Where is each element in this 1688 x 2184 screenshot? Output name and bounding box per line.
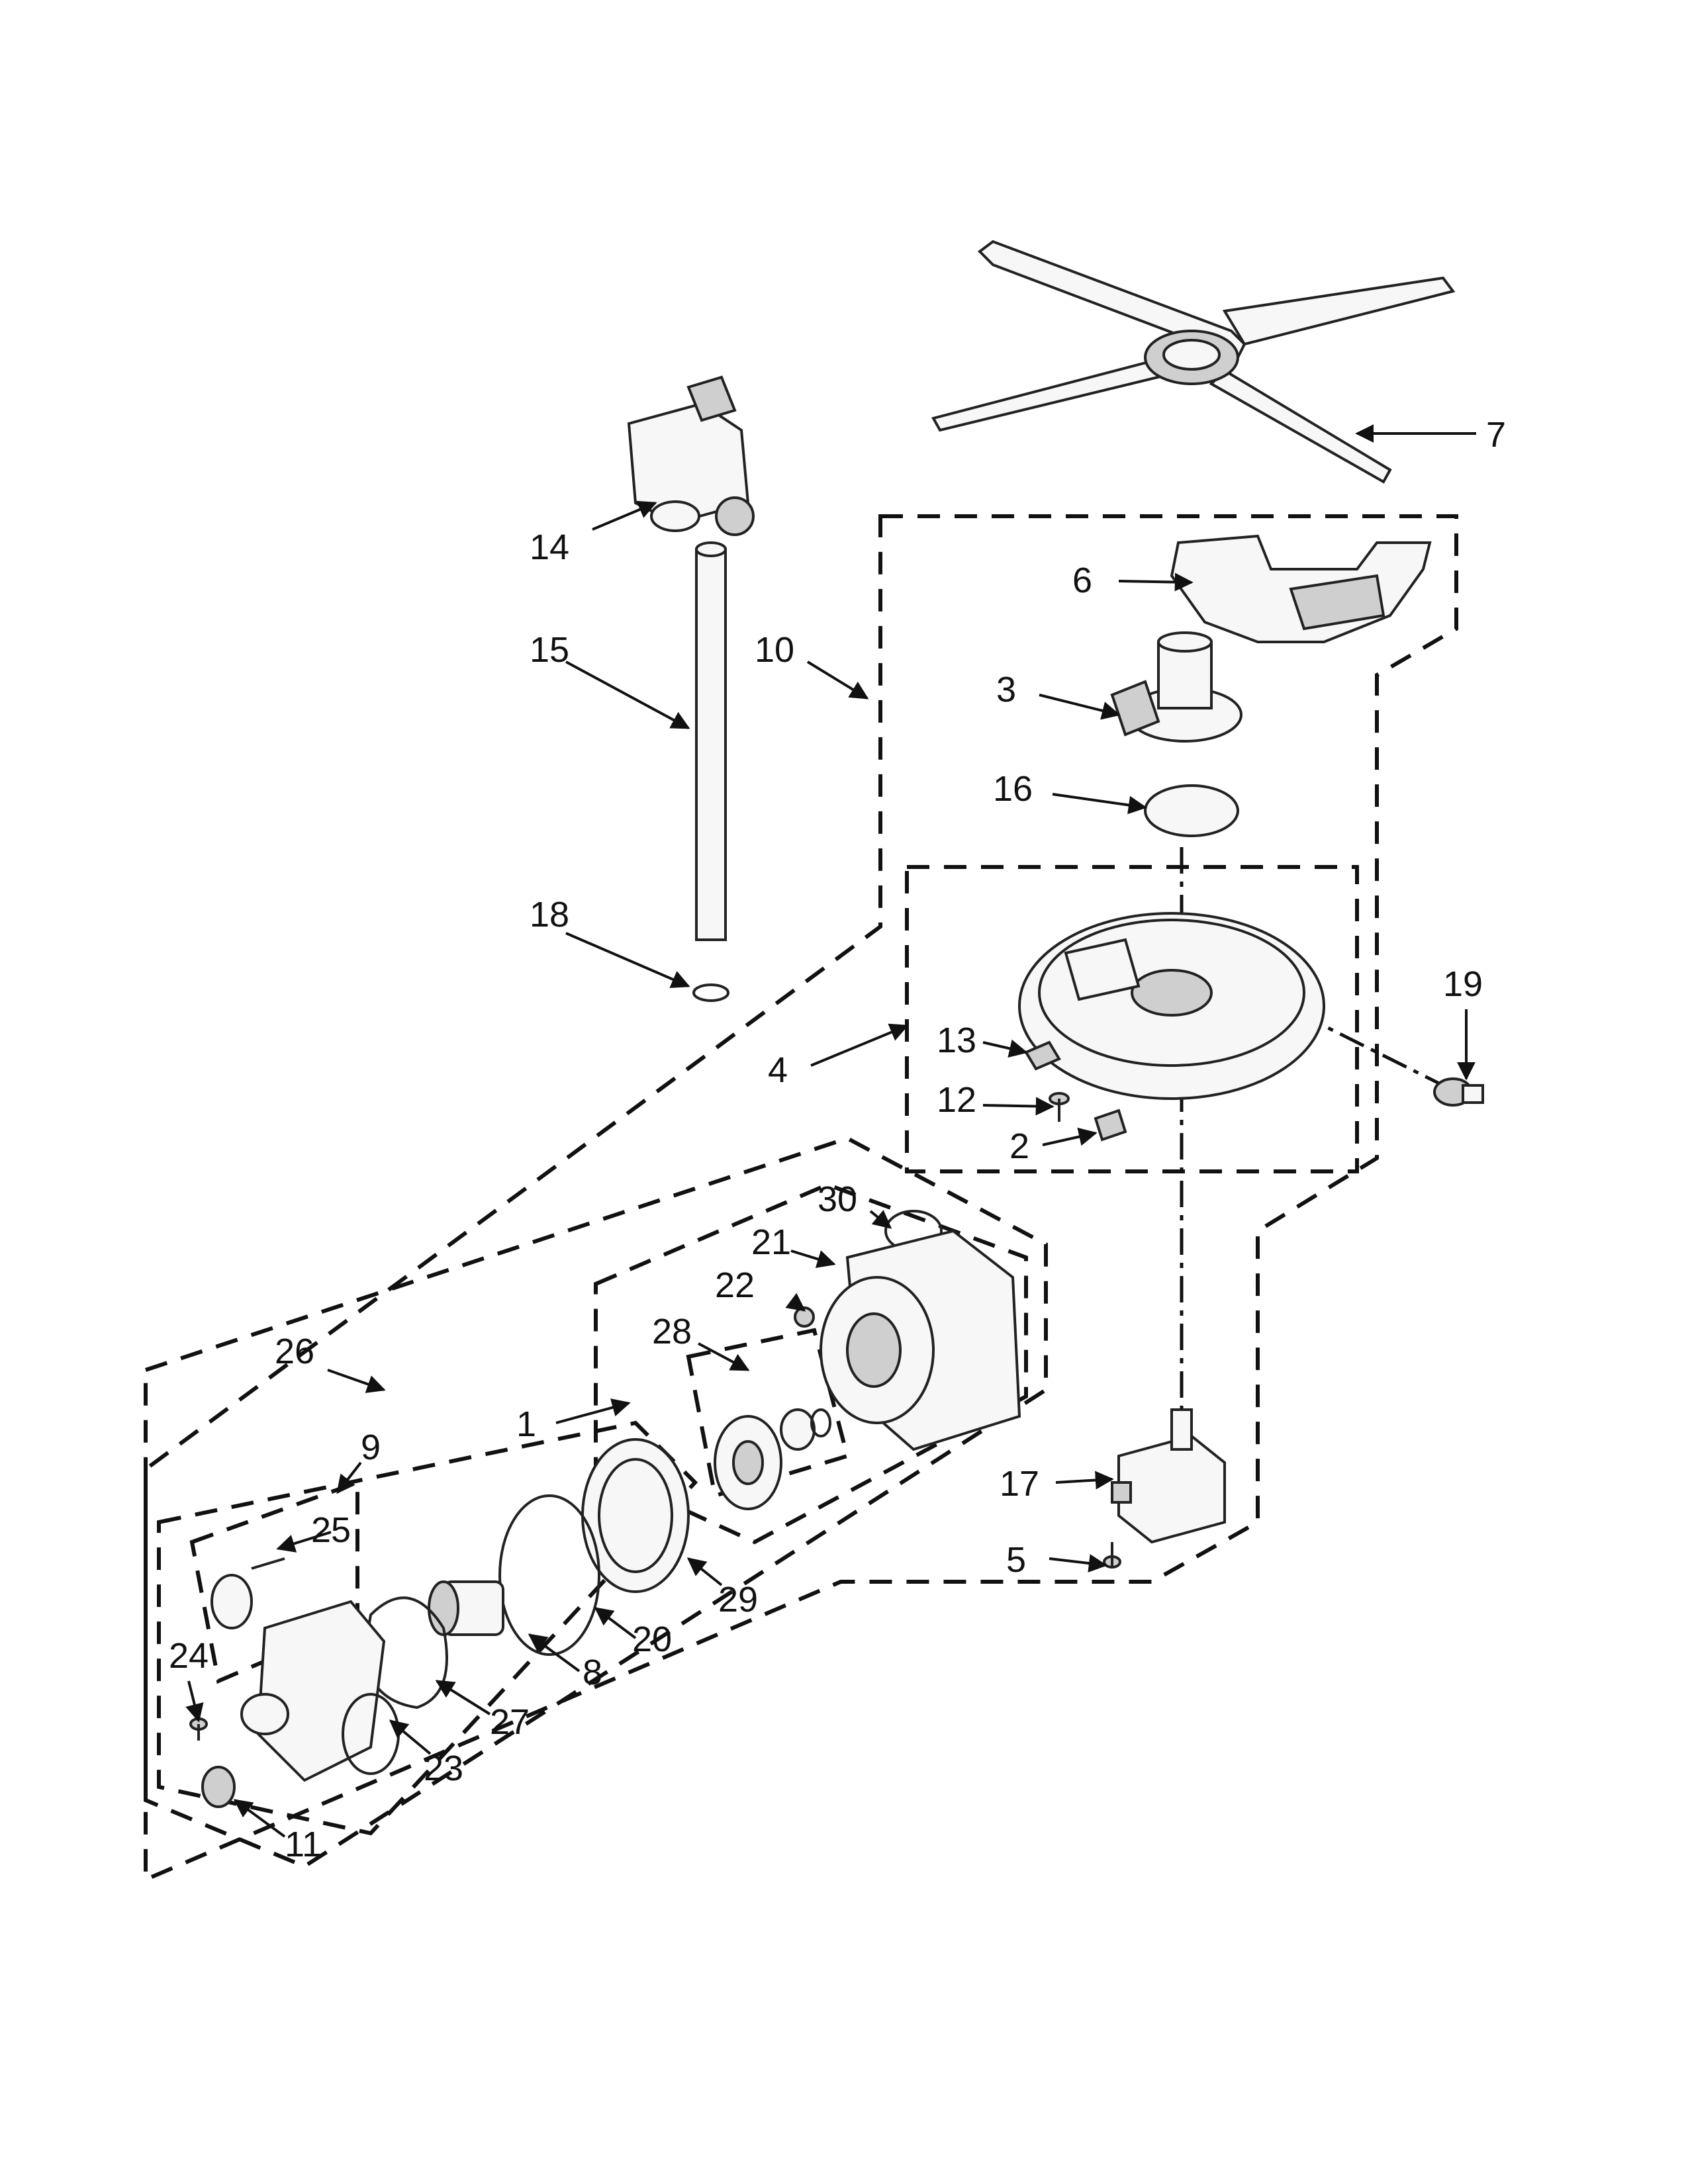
- clip-part-2: [1094, 1109, 1127, 1142]
- diverter-motor-part: [627, 375, 755, 536]
- callout-3: 3: [996, 670, 1016, 709]
- seal-ring-part: [1144, 784, 1239, 837]
- callout-15: 15: [530, 630, 569, 670]
- callout-20: 20: [632, 1619, 672, 1659]
- callout-9: 9: [361, 1428, 381, 1467]
- callout-16: 16: [993, 769, 1033, 809]
- pump-seal-part: [201, 1766, 236, 1808]
- callout-21: 21: [751, 1222, 791, 1262]
- callout-25: 25: [311, 1510, 351, 1550]
- spray-arm-part: [931, 240, 1456, 484]
- callout-14: 14: [530, 527, 569, 567]
- chopper-part: [428, 1580, 504, 1636]
- drain-valve-part: [1111, 1408, 1226, 1544]
- impeller-part: [714, 1408, 831, 1510]
- screw-part-5: [1103, 1542, 1121, 1569]
- gasket-ring-part: [498, 1494, 600, 1656]
- callout-24: 24: [169, 1636, 209, 1676]
- nut-part: [794, 1306, 815, 1328]
- callout-5: 5: [1006, 1540, 1026, 1580]
- callout-27: 27: [490, 1702, 530, 1742]
- volute-part: [581, 1438, 690, 1593]
- callout-18: 18: [530, 895, 569, 934]
- callout-13: 13: [937, 1021, 976, 1060]
- callout-19: 19: [1443, 964, 1483, 1004]
- sump-part: [1018, 912, 1325, 1100]
- callout-17: 17: [1000, 1464, 1039, 1504]
- callout-6: 6: [1072, 561, 1092, 600]
- callout-1: 1: [516, 1404, 536, 1444]
- screw-part-24: [189, 1717, 208, 1741]
- callout-4: 4: [768, 1050, 788, 1090]
- callout-8: 8: [583, 1653, 602, 1692]
- spray-arm-support-part: [1170, 534, 1432, 643]
- callout-10: 10: [755, 630, 794, 670]
- callout-28: 28: [652, 1312, 692, 1351]
- callout-26: 26: [275, 1332, 314, 1371]
- assembly-outline-26: [144, 1136, 1048, 1869]
- filter-housing-part: [1110, 631, 1243, 743]
- callout-30: 30: [818, 1179, 857, 1219]
- callout-11: 11: [285, 1825, 322, 1864]
- callout-29: 29: [718, 1580, 758, 1619]
- screw-part-12: [1049, 1092, 1070, 1122]
- leader-lines: [185, 424, 1476, 1838]
- pump-motor-part: [820, 1229, 1021, 1451]
- callout-23: 23: [424, 1749, 463, 1788]
- assembly-outline-10: [144, 514, 1458, 1883]
- hose-part: [695, 541, 727, 941]
- callout-12: 12: [937, 1080, 976, 1120]
- hose-clamp-part: [692, 983, 729, 1002]
- pump-housing-part: [240, 1600, 400, 1782]
- callout-22: 22: [715, 1265, 755, 1305]
- sensor-part: [1433, 1077, 1484, 1107]
- callout-7: 7: [1486, 415, 1506, 455]
- callout-2: 2: [1009, 1126, 1029, 1166]
- clip-part: [1024, 1040, 1061, 1071]
- callout-labels: 7 6 3 16 10 4 19 13 12 2 14 15 18 30 21 …: [169, 415, 1506, 1864]
- assembly-outline-4: [905, 865, 1359, 1173]
- assembly-outline-1: [157, 1420, 698, 1836]
- assembly-outline-28: [686, 1328, 850, 1498]
- inlet-fitting-part: [211, 1557, 285, 1629]
